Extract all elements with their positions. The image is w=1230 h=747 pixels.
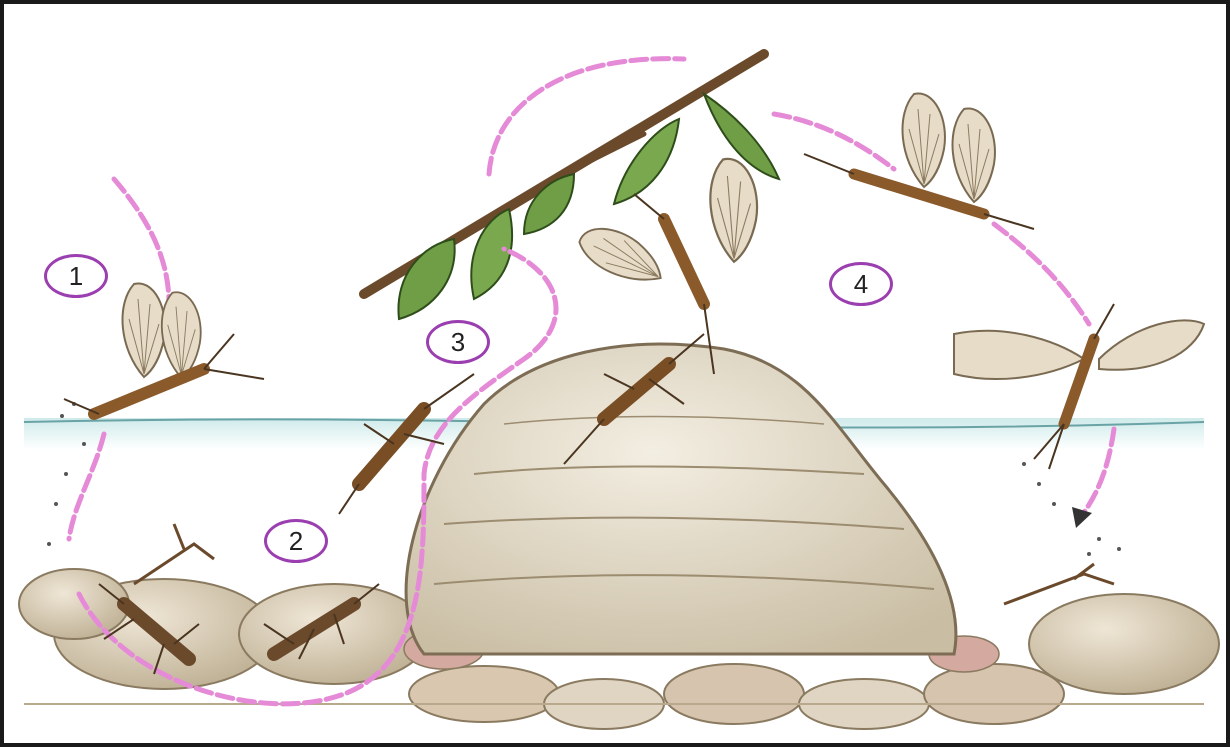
central-rock	[406, 344, 956, 654]
stage-label-2: 2	[264, 519, 328, 563]
mayfly-subimago-icon	[573, 159, 757, 374]
lifecycle-illustration	[4, 4, 1226, 743]
mayfly-adult-icon	[64, 283, 264, 414]
stage-number: 1	[69, 261, 83, 292]
arrow-head-icon	[1072, 507, 1092, 528]
stage-number: 3	[451, 327, 465, 358]
stage-number: 2	[289, 526, 303, 557]
stage-label-3: 3	[426, 320, 490, 364]
stage-label-1: 1	[44, 254, 108, 298]
mayfly-flying-icon	[804, 93, 1034, 229]
stage-label-4: 4	[829, 262, 893, 306]
stage-number: 4	[854, 269, 868, 300]
